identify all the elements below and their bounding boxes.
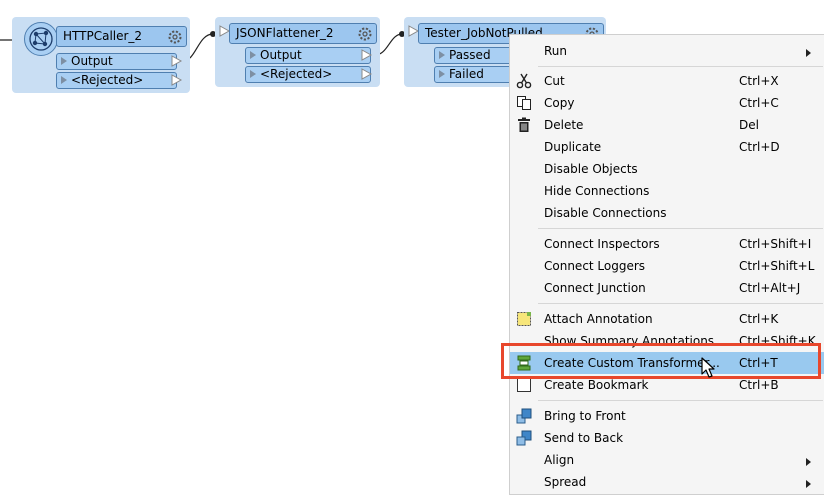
menu-separator xyxy=(538,66,823,67)
chevron-right-icon xyxy=(806,458,811,466)
menu-item-disable-connections[interactable]: Disable Connections xyxy=(544,206,667,220)
menu-item-connect-junction[interactable]: Connect Junction Ctrl+Alt+J xyxy=(544,281,801,295)
annotation-icon xyxy=(517,312,531,326)
menu-item-cut[interactable]: Cut Ctrl+X xyxy=(510,70,824,92)
output-port[interactable]: Output xyxy=(56,53,177,70)
input-port-arrow-icon xyxy=(408,25,420,37)
menu-separator xyxy=(538,228,823,229)
menu-item-delete[interactable]: Delete Del xyxy=(510,114,824,136)
menu-item-disable-objects[interactable]: Disable Objects xyxy=(544,162,638,176)
menu-item-connect-loggers[interactable]: Connect Loggers Ctrl+Shift+L xyxy=(544,259,815,273)
bring-to-front-icon xyxy=(516,408,532,424)
transformer-title: HTTPCaller_2 xyxy=(63,29,143,43)
menu-item-copy[interactable]: Copy Ctrl+C xyxy=(510,92,824,114)
output-port[interactable]: Output xyxy=(245,47,371,64)
menu-item-align[interactable]: Align xyxy=(510,449,824,471)
transformer-jsonflattener[interactable]: JSONFlattener_2 Output <Rejected> xyxy=(215,17,380,87)
transformer-header[interactable]: JSONFlattener_2 xyxy=(229,23,377,44)
menu-item-bring-to-front[interactable]: Bring to Front xyxy=(510,405,824,427)
rejected-port[interactable]: <Rejected> xyxy=(56,72,177,89)
transformer-title: JSONFlattener_2 xyxy=(236,26,334,40)
mouse-cursor-icon xyxy=(701,357,715,378)
context-menu: Run Cut Ctrl+X Copy Ctrl+C Delete Del Du… xyxy=(509,34,824,495)
scissors-icon xyxy=(516,73,532,89)
chevron-right-icon xyxy=(806,480,811,488)
port-arrow-icons xyxy=(171,55,183,86)
rejected-port[interactable]: <Rejected> xyxy=(245,66,371,83)
menu-item-run[interactable]: Run xyxy=(510,40,824,62)
menu-item-hide-connections[interactable]: Hide Connections xyxy=(544,184,650,198)
chevron-right-icon xyxy=(806,49,811,57)
port-arrow-icons xyxy=(361,49,373,80)
menu-item-spread[interactable]: Spread xyxy=(510,471,824,493)
menu-item-send-to-back[interactable]: Send to Back xyxy=(510,427,824,449)
trash-icon xyxy=(518,117,530,132)
bookmark-icon xyxy=(517,378,531,392)
globe-icon xyxy=(24,22,58,56)
menu-item-create-custom-transformer[interactable]: Create Custom Transformer... Ctrl+T xyxy=(510,352,824,374)
menu-item-duplicate[interactable]: Duplicate Ctrl+D xyxy=(544,140,780,154)
menu-item-connect-inspectors[interactable]: Connect Inspectors Ctrl+Shift+I xyxy=(544,237,812,251)
gear-icon[interactable] xyxy=(357,26,373,42)
input-port-arrow-icon xyxy=(219,25,231,37)
transformer-header[interactable]: HTTPCaller_2 xyxy=(56,26,187,47)
custom-transformer-icon xyxy=(517,355,531,371)
menu-separator xyxy=(538,303,823,304)
menu-item-attach-annotation[interactable]: Attach Annotation Ctrl+K xyxy=(510,308,824,330)
menu-separator xyxy=(538,400,823,401)
menu-item-create-bookmark[interactable]: Create Bookmark Ctrl+B xyxy=(510,374,824,396)
gear-icon[interactable] xyxy=(167,29,183,45)
copy-icon xyxy=(517,96,531,110)
highlight-callout xyxy=(501,343,821,379)
send-to-back-icon xyxy=(516,430,532,446)
transformer-httpcaller[interactable]: HTTPCaller_2 Output <Rejected> xyxy=(12,17,190,93)
